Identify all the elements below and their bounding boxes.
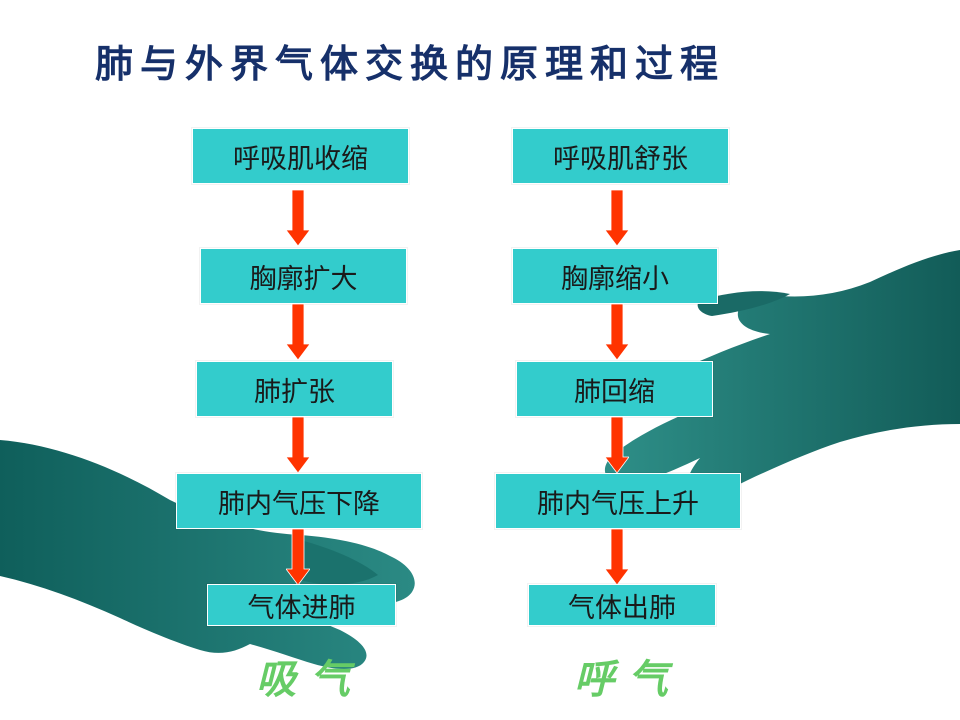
- exhale-label: 呼气: [574, 656, 682, 703]
- left-hand-shape: [0, 440, 415, 669]
- down-arrow-icon: [605, 529, 629, 585]
- exhale-step-4-box: 肺内气压上升: [495, 473, 741, 529]
- down-arrow-icon: [605, 417, 629, 473]
- left-thumb-shape: [292, 540, 378, 585]
- down-arrow-icon: [286, 529, 310, 585]
- inhale-step-1-box: 呼吸肌收缩: [192, 128, 409, 184]
- down-arrow-icon: [605, 304, 629, 360]
- right-hand-shape: [604, 250, 960, 494]
- exhale-step-3-box: 肺回缩: [516, 361, 713, 417]
- page-title: 肺与外界气体交换的原理和过程: [95, 41, 726, 86]
- down-arrow-icon: [286, 304, 310, 360]
- inhale-label: 吸气: [256, 656, 364, 703]
- inhale-step-3-box: 肺扩张: [196, 361, 393, 417]
- down-arrow-icon: [286, 190, 310, 246]
- exhale-step-5-box: 气体出肺: [528, 584, 716, 626]
- exhale-step-1-box: 呼吸肌舒张: [512, 128, 729, 184]
- right-finger-shape: [697, 291, 790, 316]
- inhale-step-2-box: 胸廓扩大: [200, 248, 407, 304]
- down-arrow-icon: [286, 417, 310, 473]
- down-arrow-icon: [605, 190, 629, 246]
- exhale-step-2-box: 胸廓缩小: [512, 248, 718, 304]
- inhale-step-5-box: 气体进肺: [207, 584, 396, 626]
- inhale-step-4-box: 肺内气压下降: [176, 473, 422, 529]
